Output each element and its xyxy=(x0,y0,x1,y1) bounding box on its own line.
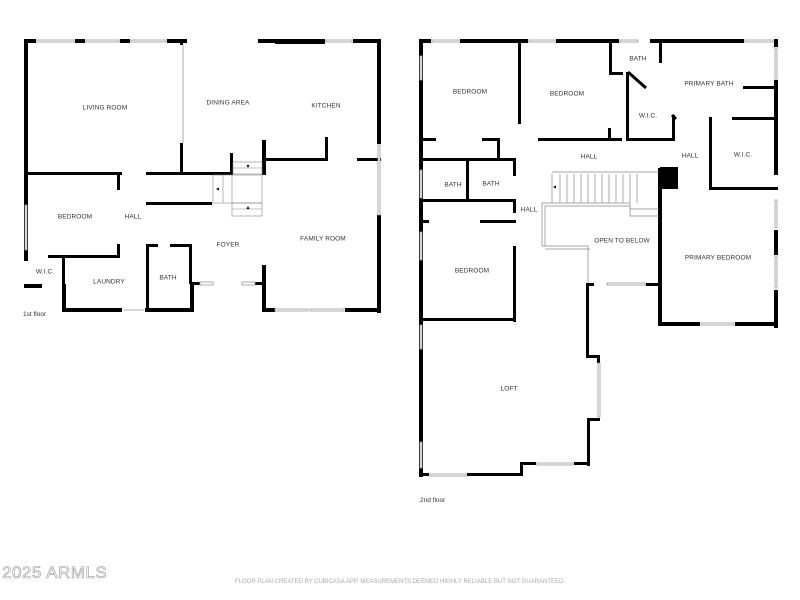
room-label: BATH xyxy=(629,55,647,63)
room-label: HALL xyxy=(124,213,142,221)
room-label: HALL xyxy=(520,206,538,214)
room-label: BEDROOM xyxy=(549,90,585,98)
room-label: HALL xyxy=(580,153,598,161)
floor-label: 1st floor xyxy=(23,311,47,318)
room-label: LOFT xyxy=(500,385,518,393)
room-label: BEDROOM xyxy=(57,213,93,221)
second-floor-railing-stairs xyxy=(541,171,659,283)
room-label: OPEN TO BELOW xyxy=(594,237,650,245)
second-floor-windows xyxy=(419,39,778,477)
room-label: PRIMARY BATH xyxy=(684,80,734,88)
room-label: BATH xyxy=(482,180,500,188)
stair-arrows xyxy=(216,165,556,209)
room-label: LIVING ROOM xyxy=(82,104,128,112)
room-label: HALL xyxy=(681,152,699,160)
room-label: FOYER xyxy=(216,241,240,249)
room-label: BATH xyxy=(444,181,462,189)
room-label: BATH xyxy=(159,274,177,282)
room-label: BEDROOM xyxy=(452,88,488,96)
room-label: KITCHEN xyxy=(311,102,341,110)
floor-label: 2nd floor xyxy=(420,497,446,504)
first-floor-walls xyxy=(24,39,381,313)
first-floor-stairs xyxy=(212,161,263,217)
first-floor-windows xyxy=(24,39,381,312)
room-label: PRIMARY BEDROOM xyxy=(684,254,752,262)
disclaimer-text: FLOOR PLAN CREATED BY CUBICASA APP. MEAS… xyxy=(235,579,565,585)
room-label: W.I.C. xyxy=(638,112,658,120)
room-label: FAMILY ROOM xyxy=(300,235,346,243)
room-label: W.I.C. xyxy=(35,268,55,276)
second-floor-diagonal-walls xyxy=(627,70,678,121)
room-label: BEDROOM xyxy=(454,267,490,275)
room-label: W.I.C. xyxy=(733,151,753,159)
room-label: LAUNDRY xyxy=(93,278,125,286)
room-label: DINING AREA xyxy=(206,99,250,107)
watermark: 2025 ARMLS xyxy=(2,563,108,583)
